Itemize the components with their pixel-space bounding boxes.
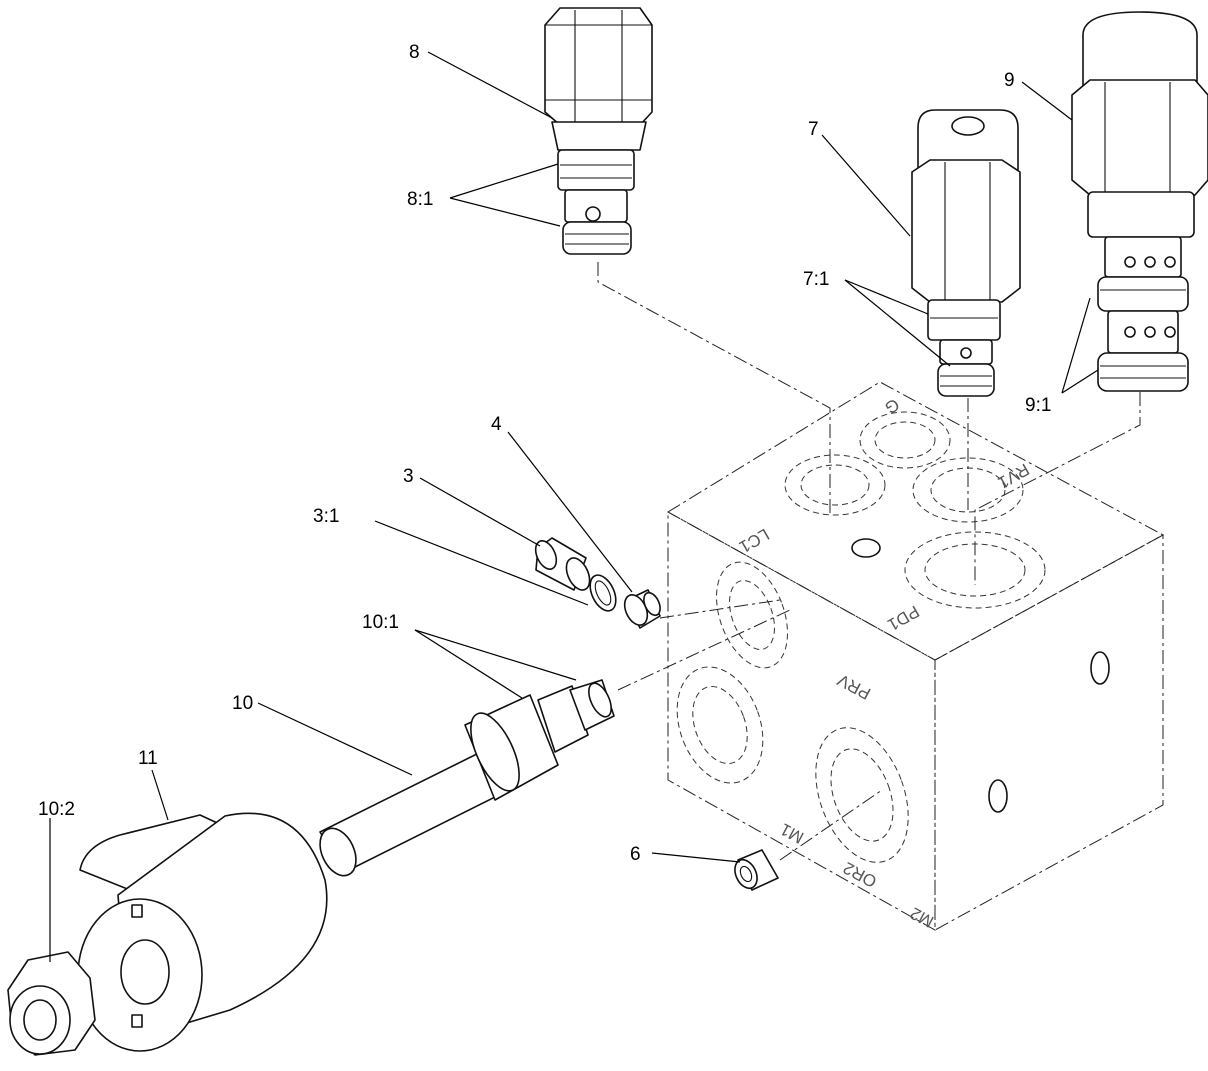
port-label-prv: PRV [834,670,874,703]
cartridge-valve-7 [911,109,1021,397]
callout-3: 3 [403,466,414,487]
callout-9-1: 9:1 [1025,395,1051,416]
port-label-pd1: PD1 [884,602,922,635]
port-label-m1: M1 [777,819,807,847]
callout-7-1: 7:1 [803,269,829,290]
nut-10-2 [7,951,96,1056]
callout-10-1: 10:1 [362,612,399,633]
port-label-lc1: LC1 [736,525,773,557]
port-label-m2: M2 [907,903,937,931]
port-label-or2: OR2 [840,858,880,891]
callout-10: 10 [232,693,253,714]
callout-11: 11 [138,748,158,769]
plug-6 [734,849,779,891]
callout-9: 9 [1004,70,1015,91]
manifold-block: G RV1 LC1 PD1 PRV M1 OR2 M2 [667,381,1165,931]
callout-4: 4 [491,414,502,435]
callout-7: 7 [808,119,819,140]
solenoid-coil-11 [77,812,328,1052]
cartridge-valve-9 [1071,11,1208,392]
plug-3 [534,537,591,591]
o-ring-3-1 [589,574,617,612]
solenoid-valve-10 [319,679,615,877]
callout-8-1: 8:1 [407,189,433,210]
callout-8: 8 [409,42,420,63]
callout-labels: 8 8:1 7 7:1 9 9:1 4 3 3:1 10:1 10 11 10:… [38,42,1051,865]
orifice-4 [623,589,661,629]
port-label-g: G [882,395,903,418]
cartridge-valve-8 [544,7,653,255]
callout-10-2: 10:2 [38,799,75,820]
leader-lines [49,51,1099,962]
callout-3-1: 3:1 [313,506,339,527]
callout-6: 6 [630,844,641,865]
